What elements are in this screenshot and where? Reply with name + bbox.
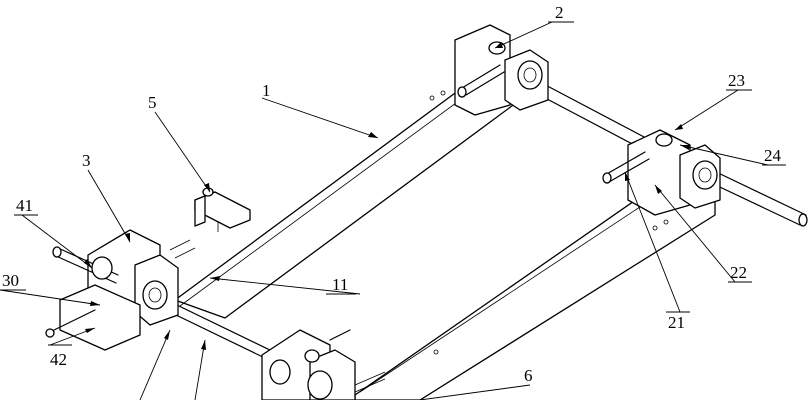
- left-bearing-bracket: [45, 229, 196, 351]
- label-41: 41: [16, 196, 33, 215]
- small-clamp: [194, 187, 251, 232]
- label-2: 2: [555, 3, 564, 22]
- label-3: 3: [82, 151, 91, 170]
- leader-lines: [0, 21, 769, 400]
- callout-labels: 1 2 3 5 6 11 21 22 23 24 30 41 42: [2, 3, 782, 385]
- label-11: 11: [332, 275, 348, 294]
- lower-base-plate: [354, 189, 716, 400]
- label-1: 1: [262, 81, 271, 100]
- label-22: 22: [730, 263, 747, 282]
- label-30: 30: [2, 271, 19, 290]
- label-5: 5: [148, 93, 157, 112]
- label-21: 21: [668, 313, 685, 332]
- label-23: 23: [728, 71, 745, 90]
- label-6: 6: [524, 366, 533, 385]
- top-bearing-bracket: [454, 24, 549, 116]
- label-underlines: [0, 21, 786, 346]
- label-24: 24: [764, 146, 782, 165]
- right-bearing-bracket: [602, 129, 721, 216]
- bottom-bearing-bracket: [261, 329, 386, 400]
- label-42: 42: [50, 350, 67, 369]
